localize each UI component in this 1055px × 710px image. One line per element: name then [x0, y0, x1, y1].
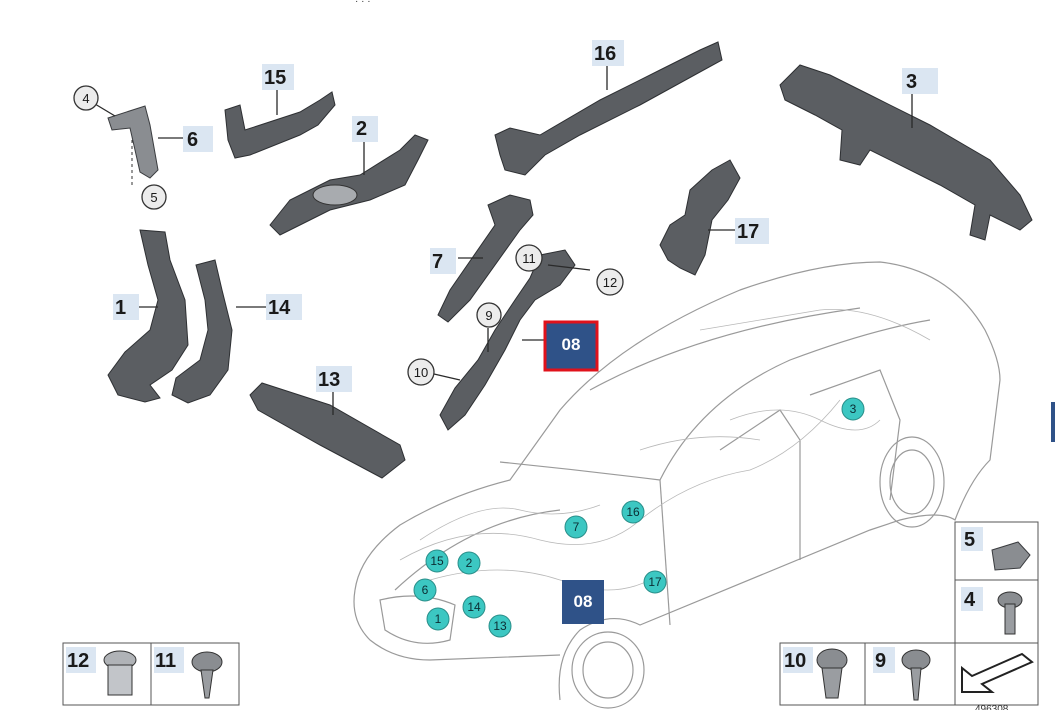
car-callout-3[interactable]: 3 — [841, 397, 865, 421]
edge-tab[interactable] — [1051, 402, 1055, 442]
callout-circle-4[interactable]: 4 — [73, 85, 99, 111]
fastener-10[interactable]: 10 — [783, 647, 848, 699]
part-2-channel[interactable] — [269, 134, 429, 236]
svg-text:16: 16 — [594, 43, 616, 65]
car-callout-17[interactable]: 17 — [643, 570, 667, 594]
svg-text:6: 6 — [422, 583, 429, 597]
svg-text:15: 15 — [430, 554, 444, 568]
label-2[interactable]: 2 — [352, 116, 378, 142]
svg-text:15: 15 — [264, 67, 286, 89]
svg-text:11: 11 — [522, 251, 536, 266]
fastener-11[interactable]: 11 — [154, 647, 223, 699]
svg-text:3: 3 — [850, 402, 857, 416]
label-3[interactable]: 3 — [902, 68, 938, 94]
svg-text:9: 9 — [875, 650, 886, 672]
svg-text:2: 2 — [466, 556, 473, 570]
part-6-bracket[interactable] — [94, 103, 185, 185]
label-17[interactable]: 17 — [735, 218, 769, 244]
top-caption: · · · — [355, 0, 371, 7]
svg-text:4: 4 — [964, 589, 976, 611]
svg-text:17: 17 — [648, 575, 662, 589]
svg-text:4: 4 — [82, 91, 89, 106]
label-13[interactable]: 13 — [316, 366, 352, 392]
svg-text:1: 1 — [435, 612, 442, 626]
hotspot-08-car[interactable]: 08 — [562, 580, 604, 624]
part-14-duct[interactable] — [171, 259, 268, 404]
callout-circle-12[interactable]: 12 — [596, 268, 624, 296]
part-13-channel[interactable] — [249, 382, 406, 479]
part-16-rail[interactable] — [494, 41, 723, 176]
callout-circle-5[interactable]: 5 — [141, 184, 167, 210]
svg-text:17: 17 — [737, 221, 759, 243]
label-7[interactable]: 7 — [430, 248, 456, 274]
callout-circle-10[interactable]: 10 — [407, 358, 435, 386]
svg-text:3: 3 — [906, 71, 917, 93]
svg-text:08: 08 — [574, 592, 593, 611]
car-callout-15[interactable]: 15 — [425, 549, 449, 573]
svg-text:7: 7 — [432, 251, 443, 273]
label-6[interactable]: 6 — [183, 126, 213, 152]
direction-arrow-icon — [961, 652, 1034, 693]
svg-text:2: 2 — [356, 118, 367, 140]
svg-text:14: 14 — [467, 600, 481, 614]
car-callout-13[interactable]: 13 — [488, 614, 512, 638]
fastener-5[interactable]: 5 — [961, 527, 1031, 571]
callout-circle-11[interactable]: 11 — [515, 244, 543, 272]
part-8-bracket-assembly[interactable] — [433, 249, 591, 431]
car-callout-14[interactable]: 14 — [462, 595, 486, 619]
svg-text:5: 5 — [964, 529, 975, 551]
svg-text:6: 6 — [187, 129, 198, 151]
label-16[interactable]: 16 — [592, 40, 624, 66]
label-15[interactable]: 15 — [262, 64, 294, 90]
label-1[interactable]: 1 — [113, 294, 139, 320]
car-callout-2[interactable]: 2 — [457, 551, 481, 575]
label-14[interactable]: 14 — [266, 294, 302, 320]
svg-text:7: 7 — [573, 520, 580, 534]
callout-circle-9[interactable]: 9 — [476, 302, 502, 328]
footer-code: 496308 — [975, 704, 1009, 710]
svg-text:10: 10 — [784, 650, 806, 672]
part-7-strut[interactable] — [437, 194, 534, 323]
svg-text:10: 10 — [414, 365, 428, 380]
fastener-12[interactable]: 12 — [66, 647, 137, 696]
car-callout-1[interactable]: 1 — [426, 607, 450, 631]
svg-text:9: 9 — [485, 308, 492, 323]
svg-text:12: 12 — [603, 275, 617, 290]
svg-text:5: 5 — [150, 190, 157, 205]
svg-text:12: 12 — [67, 650, 89, 672]
svg-text:13: 13 — [493, 619, 507, 633]
car-callout-7[interactable]: 7 — [564, 515, 588, 539]
svg-text:13: 13 — [318, 369, 340, 391]
svg-text:16: 16 — [626, 505, 640, 519]
vehicle-wireframe — [353, 261, 1001, 709]
part-15-duct[interactable] — [224, 90, 336, 159]
part-3-beam[interactable] — [779, 64, 1033, 241]
fastener-9[interactable]: 9 — [873, 647, 931, 701]
svg-text:1: 1 — [115, 297, 126, 319]
fastener-4[interactable]: 4 — [961, 587, 1023, 635]
svg-text:14: 14 — [268, 297, 291, 319]
hotspot-08-selected[interactable]: 08 — [543, 320, 599, 372]
svg-text:08: 08 — [562, 335, 581, 354]
svg-text:11: 11 — [155, 650, 176, 672]
car-callout-6[interactable]: 6 — [413, 578, 437, 602]
car-callout-16[interactable]: 16 — [621, 500, 645, 524]
part-17-bracket[interactable] — [659, 159, 741, 276]
